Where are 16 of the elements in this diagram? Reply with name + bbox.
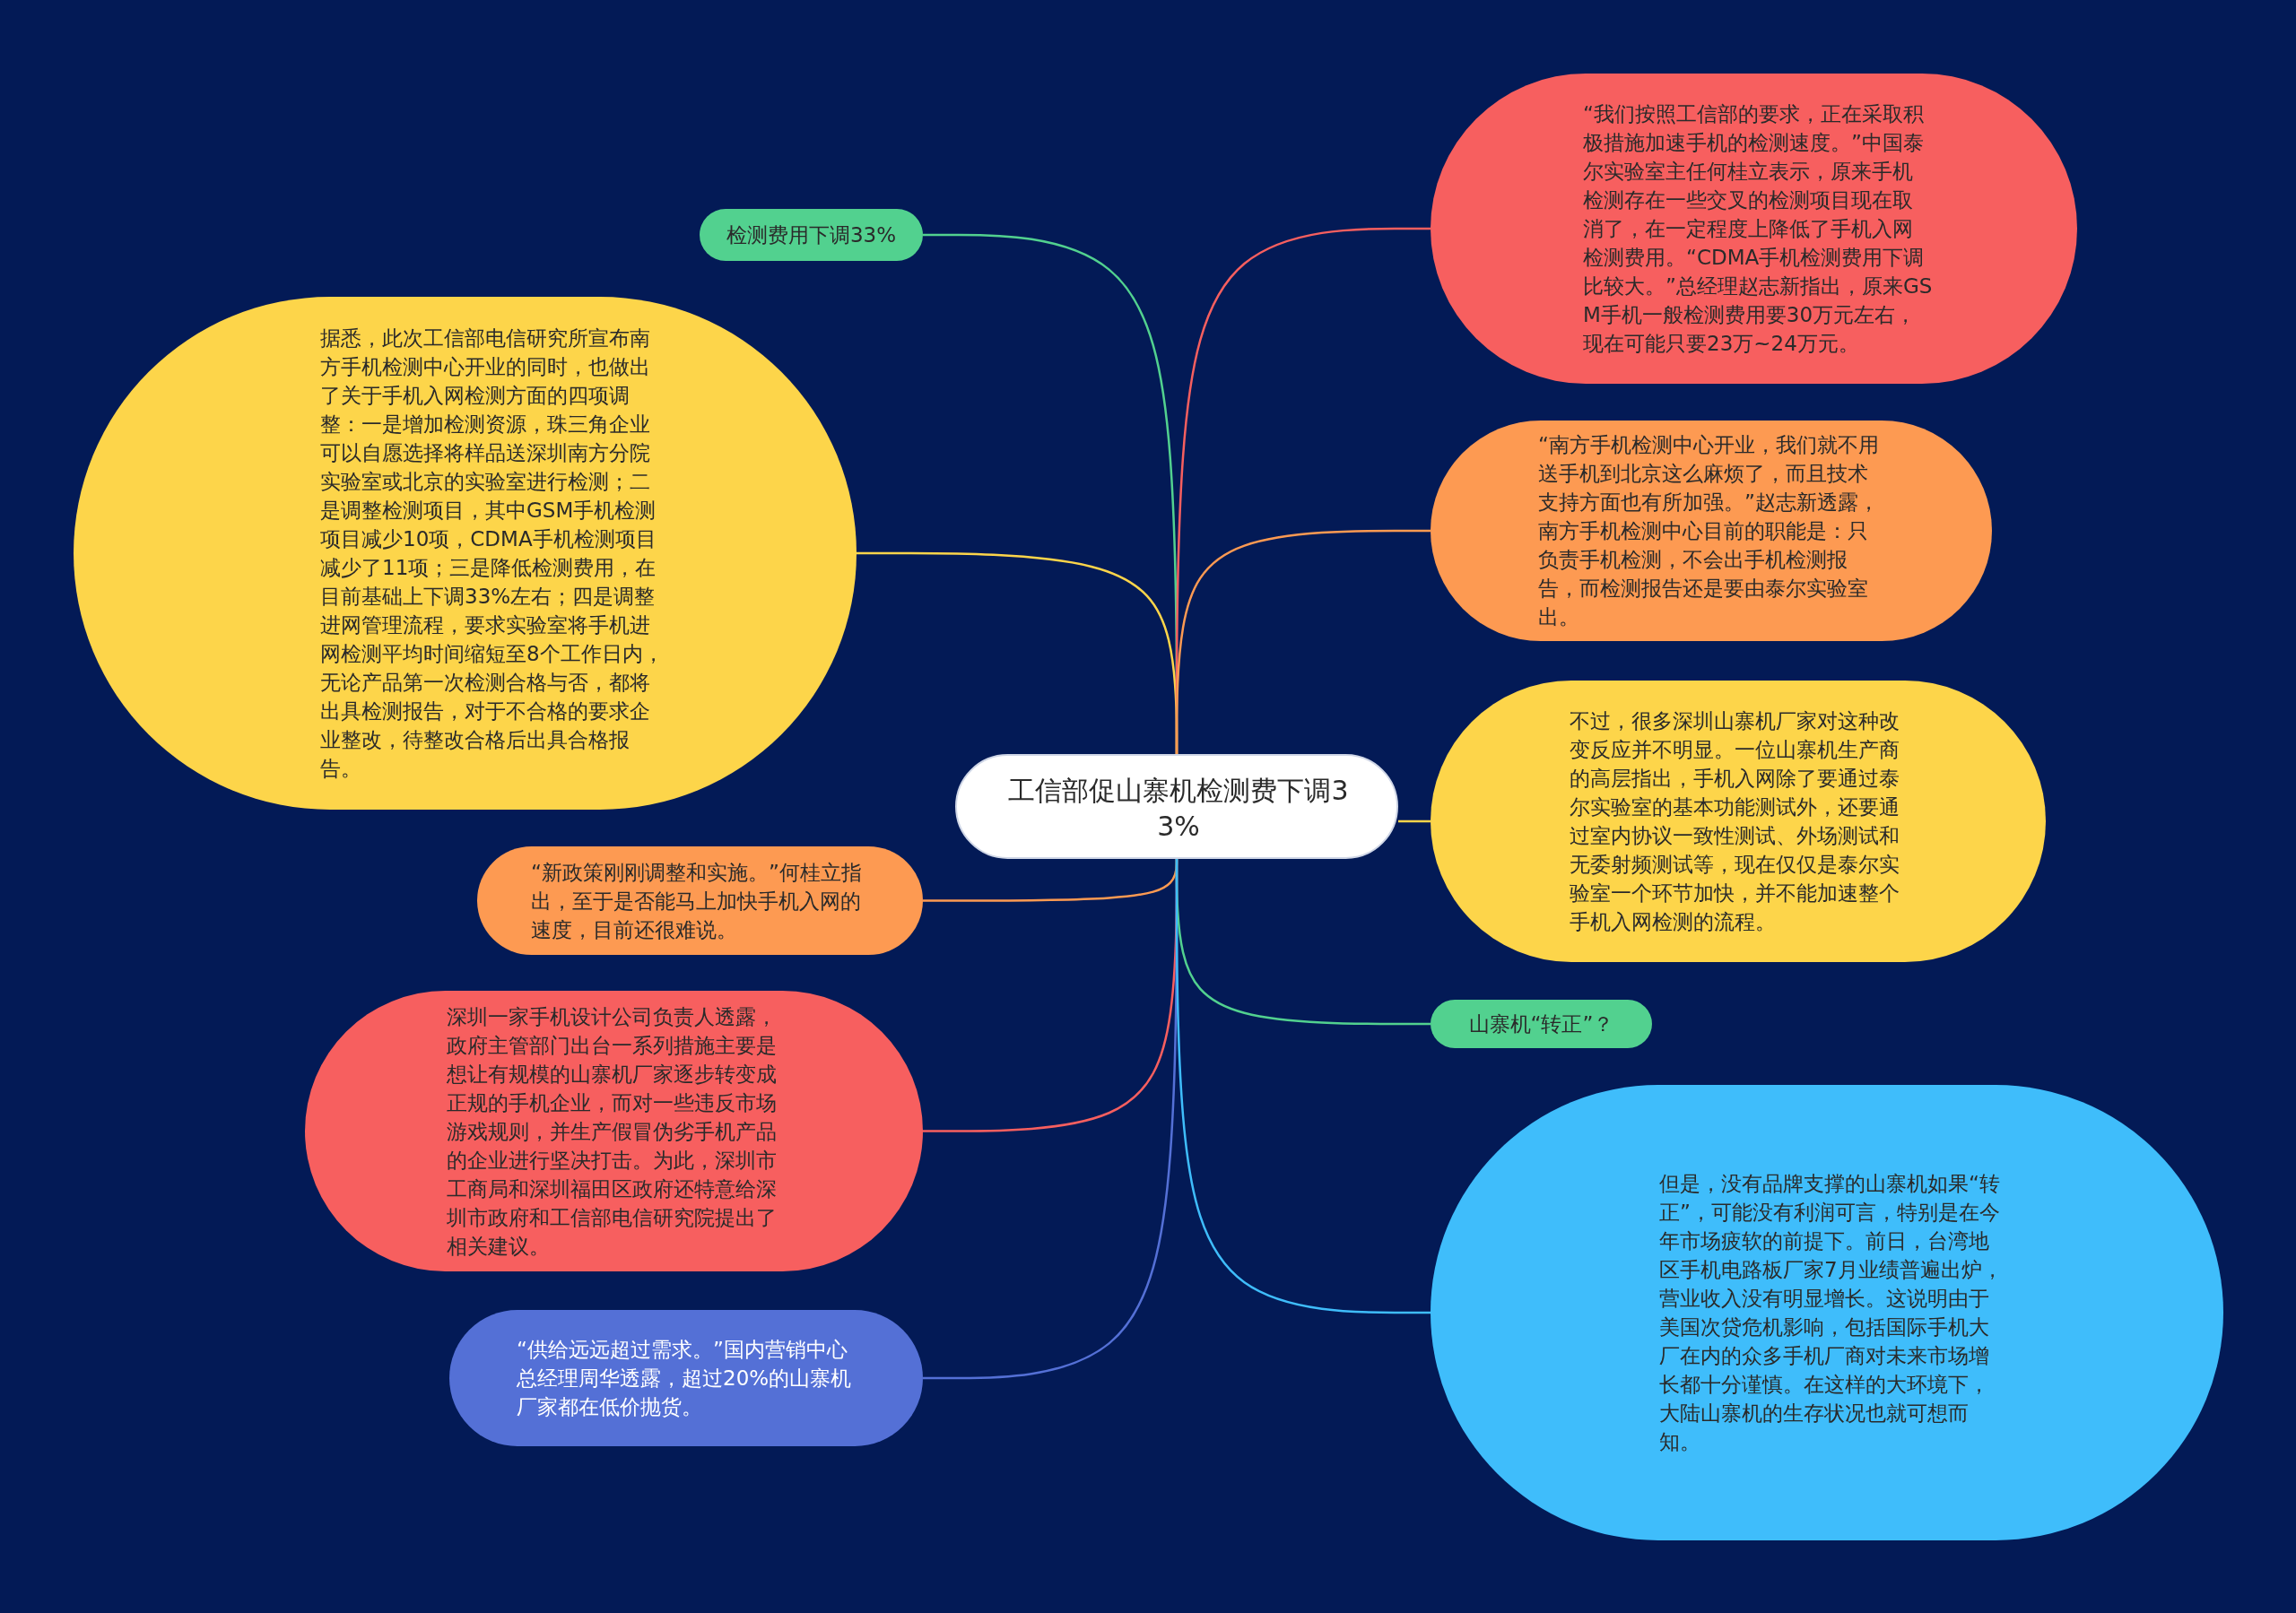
bubble-text: “新政策刚刚调整和实施。”何桂立指出，至于是否能马上加快手机入网的速度，目前还很难说。 [531, 859, 863, 943]
bubble-text: “南方手机检测中心开业，我们就不用送手机到北京这么麻烦了，而且技术支持方面也有所加强。”赵志新透露，南方手机检测中心目前的职能是：只负责手机检测，不会出手机检测报告，而检测报告还是要由泰尔实验室出。 [1538, 432, 1880, 630]
bubble-text: 不过，很多深圳山寨机厂家对这种改变反应并不明显。一位山寨机生产商的高层指出，手机入网除了要通过泰尔实验室的基本功能测试外，还要通过室内协议一致性测试、外场测试和无委射频测试等，现在仅仅是泰尔实验室一个环节加快，并不能加速整个手机入网检测的流程。 [1570, 708, 1900, 935]
bubble-text: “供给远远超过需求。”国内营销中心总经理周华透露，超过20%的山寨机厂家都在低价抛货。 [517, 1337, 853, 1420]
bubble-text: 据悉，此次工信部电信研究所宣布南方手机检测中心开业的同时，也做出了关于手机入网检测方面的四项调整：一是增加检测资源，珠三角企业可以自愿选择将样品送深圳南方分院实验室或北京的实验室进行检测；二是调整检测项目，其中GSM手机检测项目减少10项，CDMA手机检测项目减少了11项；三是降低检测费用，在目前基础上下调33%左右；四是调整进网管理流程，要求实验室将手机进网检测平均时间缩短至8个工作日内，无论产品第一次检测合格与否，都将出具检测报告，对于不合格的要求企业整改，待整改合格后出具合格报告。 [320, 325, 665, 782]
bubble-text: 山寨机“转正”？ [1467, 1011, 1615, 1037]
connector-line [1175, 529, 1431, 754]
bubble-text: 工信部促山寨机检测费下调33% [1007, 773, 1350, 844]
topic-bubble [700, 209, 923, 261]
topic-bubble [1431, 1000, 1652, 1048]
bubble-text: “我们按照工信部的要求，正在采取积极措施加速手机的检测速度。”中国泰尔实验室主任何桂立表示，原来手机检测存在一些交叉的检测项目现在取消了，在一定程度上降低了手机入网检测费用。“CDMA手机检测费用下调比较大。”总经理赵志新指出，原来GSM手机一般检测费用要30万元左右，现在可能只要23万~24万元。 [1583, 101, 1933, 357]
bubble-text: 深圳一家手机设计公司负责人透露，政府主管部门出台一系列措施主要是想让有规模的山寨机厂家逐步转变成正规的手机企业，而对一些违反市场游戏规则，并生产假冒伪劣手机产品的企业进行坚决打击。为此，深圳市工商局和深圳福田区政府还特意给深圳市政府和工信部电信研究院提出了相关建议。 [447, 1003, 778, 1260]
connector-line [1175, 859, 1431, 1314]
bubble-text: 检测费用下调33% [725, 222, 898, 248]
connector-line [1398, 820, 1431, 823]
bubble-text: 但是，没有品牌支撑的山寨机如果“转正”，可能没有利润可言，特别是在今年市场疲软的前提下。前日，台湾地区手机电路板厂家7月业绩普遍出炉，营业收入没有明显增长。这说明由于美国次贷危机影响，包括国际手机大厂在内的众多手机厂商对未来市场增长都十分谨慎。在这样的大环境下，大陆山寨机的生存状况也就可想而知。 [1659, 1171, 2004, 1455]
